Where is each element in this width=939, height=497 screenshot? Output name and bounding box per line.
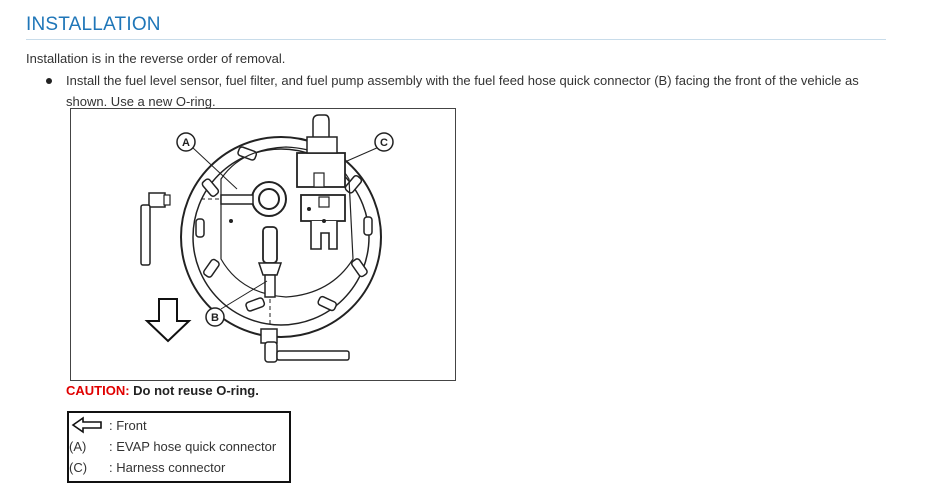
bullet-text: Install the fuel level sensor, fuel filt…	[66, 73, 859, 109]
leader-line-b	[220, 280, 268, 310]
fuel-pump-diagram: A C B	[70, 108, 456, 381]
callout-c-label: C	[380, 137, 388, 149]
front-arrow-icon	[69, 416, 105, 440]
legend-desc-a: : EVAP hose quick connector	[109, 439, 277, 454]
ring-slots	[195, 146, 373, 312]
legend-front-text: : Front	[109, 418, 147, 433]
evap-hose-connector	[140, 192, 254, 266]
bullet-item: Install the fuel level sensor, fuel filt…	[46, 70, 876, 112]
leader-line-a	[191, 146, 238, 190]
callout-a-circle	[176, 132, 196, 152]
fuel-feed-hose-connector	[257, 226, 350, 363]
legend-key-a: (A)	[69, 439, 87, 454]
callout-c-circle	[374, 132, 394, 152]
callout-b-label: B	[211, 312, 219, 324]
legend-box: : Front (A) : EVAP hose quick connector …	[67, 411, 291, 483]
front-arrow-icon	[144, 298, 192, 343]
callout-a-label: A	[182, 137, 190, 149]
harness-connector	[296, 114, 346, 250]
leader-line-c	[346, 146, 380, 162]
flange-inner-ring	[192, 148, 370, 326]
caution-note: CAUTION: Do not reuse O-ring.	[66, 383, 259, 398]
flange-outer-ring	[180, 136, 382, 338]
section-heading: INSTALLATION	[26, 14, 886, 40]
bullet-icon	[46, 78, 52, 84]
caution-label: CAUTION:	[66, 383, 130, 398]
legend-key-c: (C)	[69, 460, 88, 475]
caution-text: Do not reuse O-ring.	[133, 383, 259, 398]
intro-text: Installation is in the reverse order of …	[26, 51, 286, 66]
fuel-pump-diagram-svg: A C B	[140, 114, 394, 363]
callout-b-circle	[205, 307, 225, 327]
legend-desc-c: : Harness connector	[109, 460, 226, 475]
fuel-outlet-inner	[258, 188, 280, 210]
